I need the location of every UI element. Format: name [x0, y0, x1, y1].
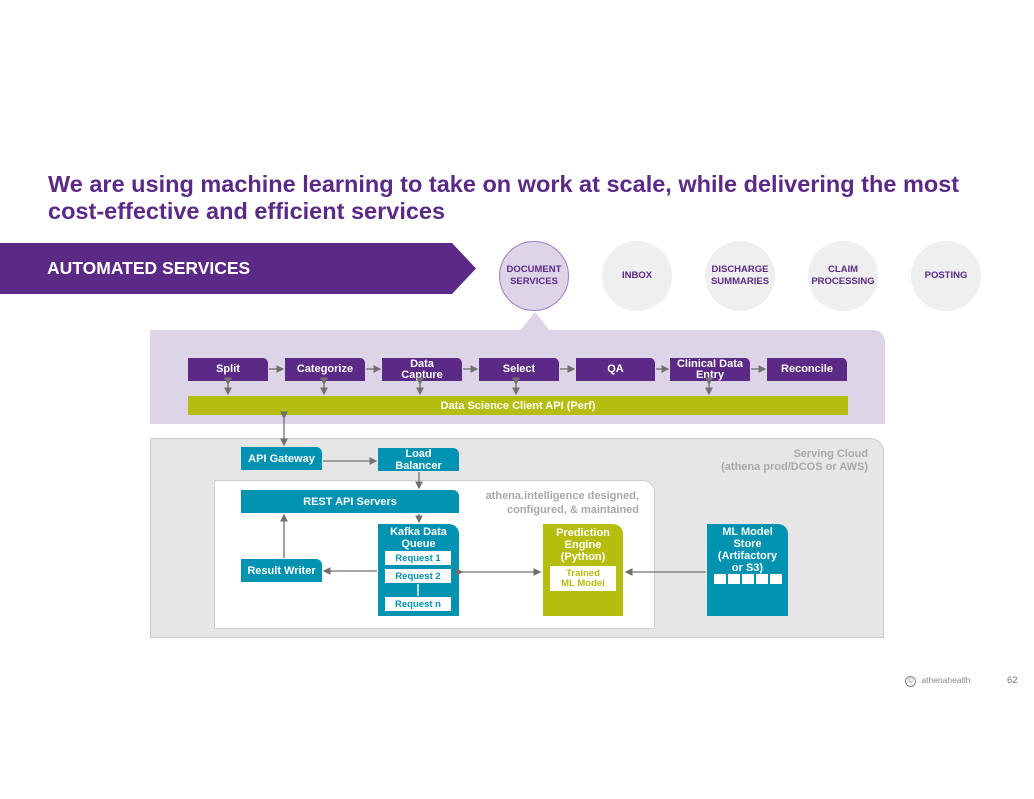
rest-api-servers-box: REST API Servers [241, 490, 459, 513]
service-document-services[interactable]: DOCUMENT SERVICES [499, 241, 569, 311]
model-artifacts [714, 574, 782, 584]
ml-model-store-box: ML Model Store (Artifactory or S3) [707, 524, 788, 616]
service-claim-processing[interactable]: CLAIM PROCESSING [808, 241, 878, 311]
data-science-client-api-bar: Data Science Client API (Perf) [188, 396, 848, 415]
serving-cloud-label: Serving Cloud (athena prod/DCOS or AWS) [721, 448, 868, 473]
service-discharge-summaries[interactable]: DISCHARGE SUMMARIES [705, 241, 775, 311]
trained-ml-model-box: Trained ML Model [550, 566, 616, 591]
slide-title: We are using machine learning to take on… [48, 171, 960, 224]
step-split: Split [188, 358, 268, 381]
athena-intelligence-label: athena.intelligence designed, configured… [485, 490, 639, 516]
artifact-block [742, 574, 754, 584]
artifact-block [714, 574, 726, 584]
footer-brand: © athenahealth [905, 675, 971, 687]
step-categorize: Categorize [285, 358, 365, 381]
active-service-pointer [519, 312, 551, 332]
copyright-icon: © [905, 676, 916, 687]
request-n: Request n [385, 597, 451, 611]
step-select: Select [479, 358, 559, 381]
artifact-block [770, 574, 782, 584]
request-2: Request 2 [385, 569, 451, 583]
step-reconcile: Reconcile [767, 358, 847, 381]
result-writer-box: Result Writer [241, 559, 322, 582]
artifact-block [728, 574, 740, 584]
banner-label: AUTOMATED SERVICES [47, 258, 251, 278]
artifact-block [756, 574, 768, 584]
request-ellipsis: : [416, 583, 420, 594]
load-balancer-box: Load Balancer [378, 448, 459, 472]
api-gateway-box: API Gateway [241, 447, 322, 470]
page-number: 62 [1007, 675, 1018, 686]
step-data-capture: Data Capture [382, 358, 462, 381]
step-qa: QA [576, 358, 655, 381]
request-1: Request 1 [385, 551, 451, 565]
service-posting[interactable]: POSTING [911, 241, 981, 311]
automated-services-banner [0, 243, 476, 294]
step-clinical-data-entry: Clinical Data Entry [670, 358, 750, 381]
service-inbox[interactable]: INBOX [602, 241, 672, 311]
